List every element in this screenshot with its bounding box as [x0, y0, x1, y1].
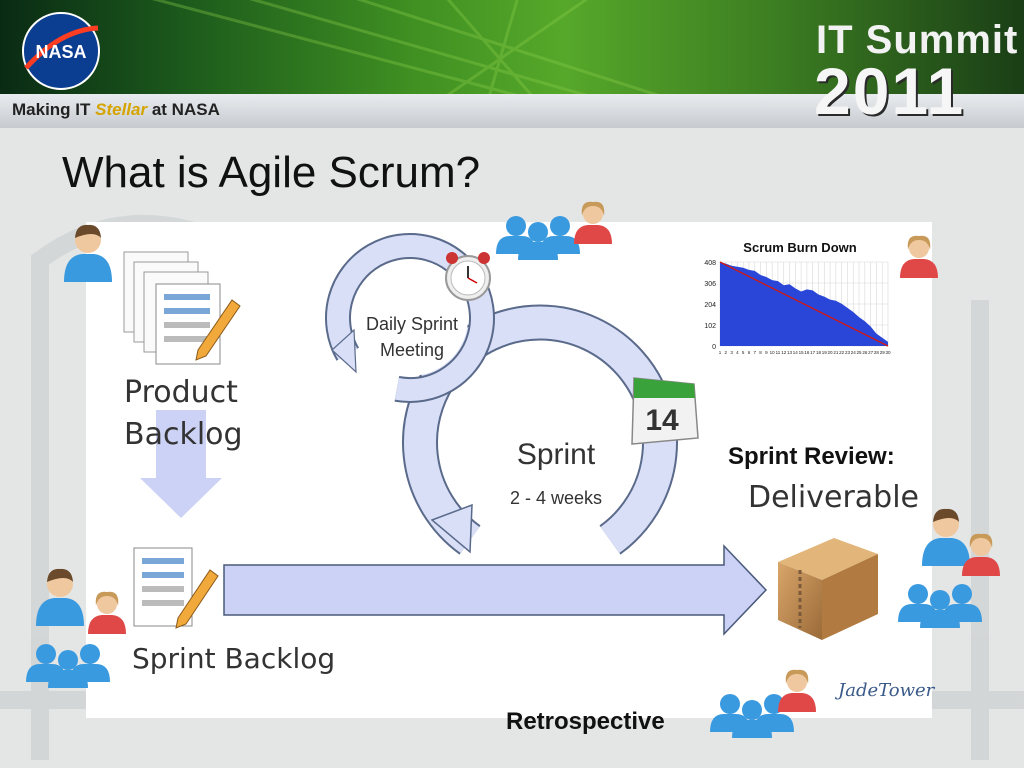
daily-meeting-label-1: Daily Sprint	[366, 314, 458, 334]
y-tick-label: 102	[704, 323, 716, 330]
slide-title: What is Agile Scrum?	[62, 148, 481, 197]
x-tick-label: 7	[754, 350, 757, 355]
nasa-logo-text: NASA	[35, 42, 86, 62]
deliverable-label: Deliverable	[748, 480, 919, 515]
sprint-loop-arrowhead	[430, 503, 473, 554]
main-flow-arrow	[223, 544, 768, 636]
x-tick-label: 15	[799, 350, 805, 355]
y-tick-label: 0	[712, 344, 716, 351]
tagline: Making IT Stellar at NASA	[12, 100, 220, 119]
x-tick-label: 20	[828, 350, 834, 355]
y-tick-label: 204	[704, 302, 716, 309]
nasa-logo: NASA	[22, 12, 100, 90]
deliverable-box-icon	[778, 538, 878, 640]
sprint-review-label: Sprint Review:	[728, 443, 895, 470]
x-tick-label: 13	[787, 350, 793, 355]
x-tick-label: 23	[845, 350, 851, 355]
sprint-backlog-doc-icon	[133, 547, 219, 629]
x-tick-label: 6	[748, 350, 751, 355]
header-banner: NASA Making IT Stellar at NASA IT Summit…	[0, 0, 1024, 128]
x-tick-label: 19	[822, 350, 828, 355]
x-tick-label: 25	[857, 350, 863, 355]
product-backlog-label: Product Backlog	[124, 375, 243, 452]
x-tick-label: 21	[833, 350, 839, 355]
x-tick-label: 1	[719, 350, 722, 355]
retrospective-label: Retrospective	[506, 708, 665, 735]
x-tick-label: 22	[839, 350, 845, 355]
x-tick-label: 5	[742, 350, 745, 355]
chart-y-ticks: 0 102 204 306 408	[704, 260, 716, 351]
down-arrow	[140, 410, 222, 518]
y-tick-label: 408	[704, 260, 716, 267]
y-tick-label: 306	[704, 281, 716, 288]
x-tick-label: 30	[885, 350, 891, 355]
burndown-trendline	[719, 261, 889, 347]
calendar-day: 14	[645, 404, 679, 437]
x-tick-label: 12	[781, 350, 787, 355]
sprint-backlog-label: Sprint Backlog	[132, 642, 336, 675]
calendar-icon: 14	[631, 377, 699, 445]
sprint-label: Sprint	[517, 438, 596, 471]
x-tick-label: 28	[874, 350, 880, 355]
x-tick-label: 3	[730, 350, 733, 355]
x-tick-label: 9	[765, 350, 768, 355]
event-name: IT Summit	[816, 18, 1019, 62]
sprint-length-label: 2 - 4 weeks	[510, 488, 602, 508]
x-tick-label: 26	[862, 350, 868, 355]
stopwatch-icon	[445, 252, 491, 301]
x-tick-label: 4	[736, 350, 739, 355]
x-tick-label: 8	[759, 350, 762, 355]
x-tick-label: 14	[793, 350, 799, 355]
x-tick-label: 2	[725, 350, 728, 355]
x-tick-label: 18	[816, 350, 822, 355]
jadetower-logo: JadeTower	[838, 680, 935, 701]
chart-title: Scrum Burn Down	[743, 240, 856, 255]
x-tick-label: 10	[770, 350, 776, 355]
daily-loop-arrowhead	[331, 328, 357, 374]
x-tick-label: 29	[880, 350, 886, 355]
product-backlog-docs-icon	[123, 251, 241, 365]
daily-meeting-label-2: Meeting	[380, 340, 444, 360]
x-tick-label: 17	[810, 350, 816, 355]
header-strip	[0, 94, 1024, 128]
sprint-loop	[402, 304, 678, 555]
x-tick-label: 27	[868, 350, 874, 355]
x-tick-label: 24	[851, 350, 857, 355]
x-tick-label: 16	[804, 350, 810, 355]
event-year: 2011	[814, 54, 966, 128]
x-tick-label: 11	[776, 350, 781, 355]
